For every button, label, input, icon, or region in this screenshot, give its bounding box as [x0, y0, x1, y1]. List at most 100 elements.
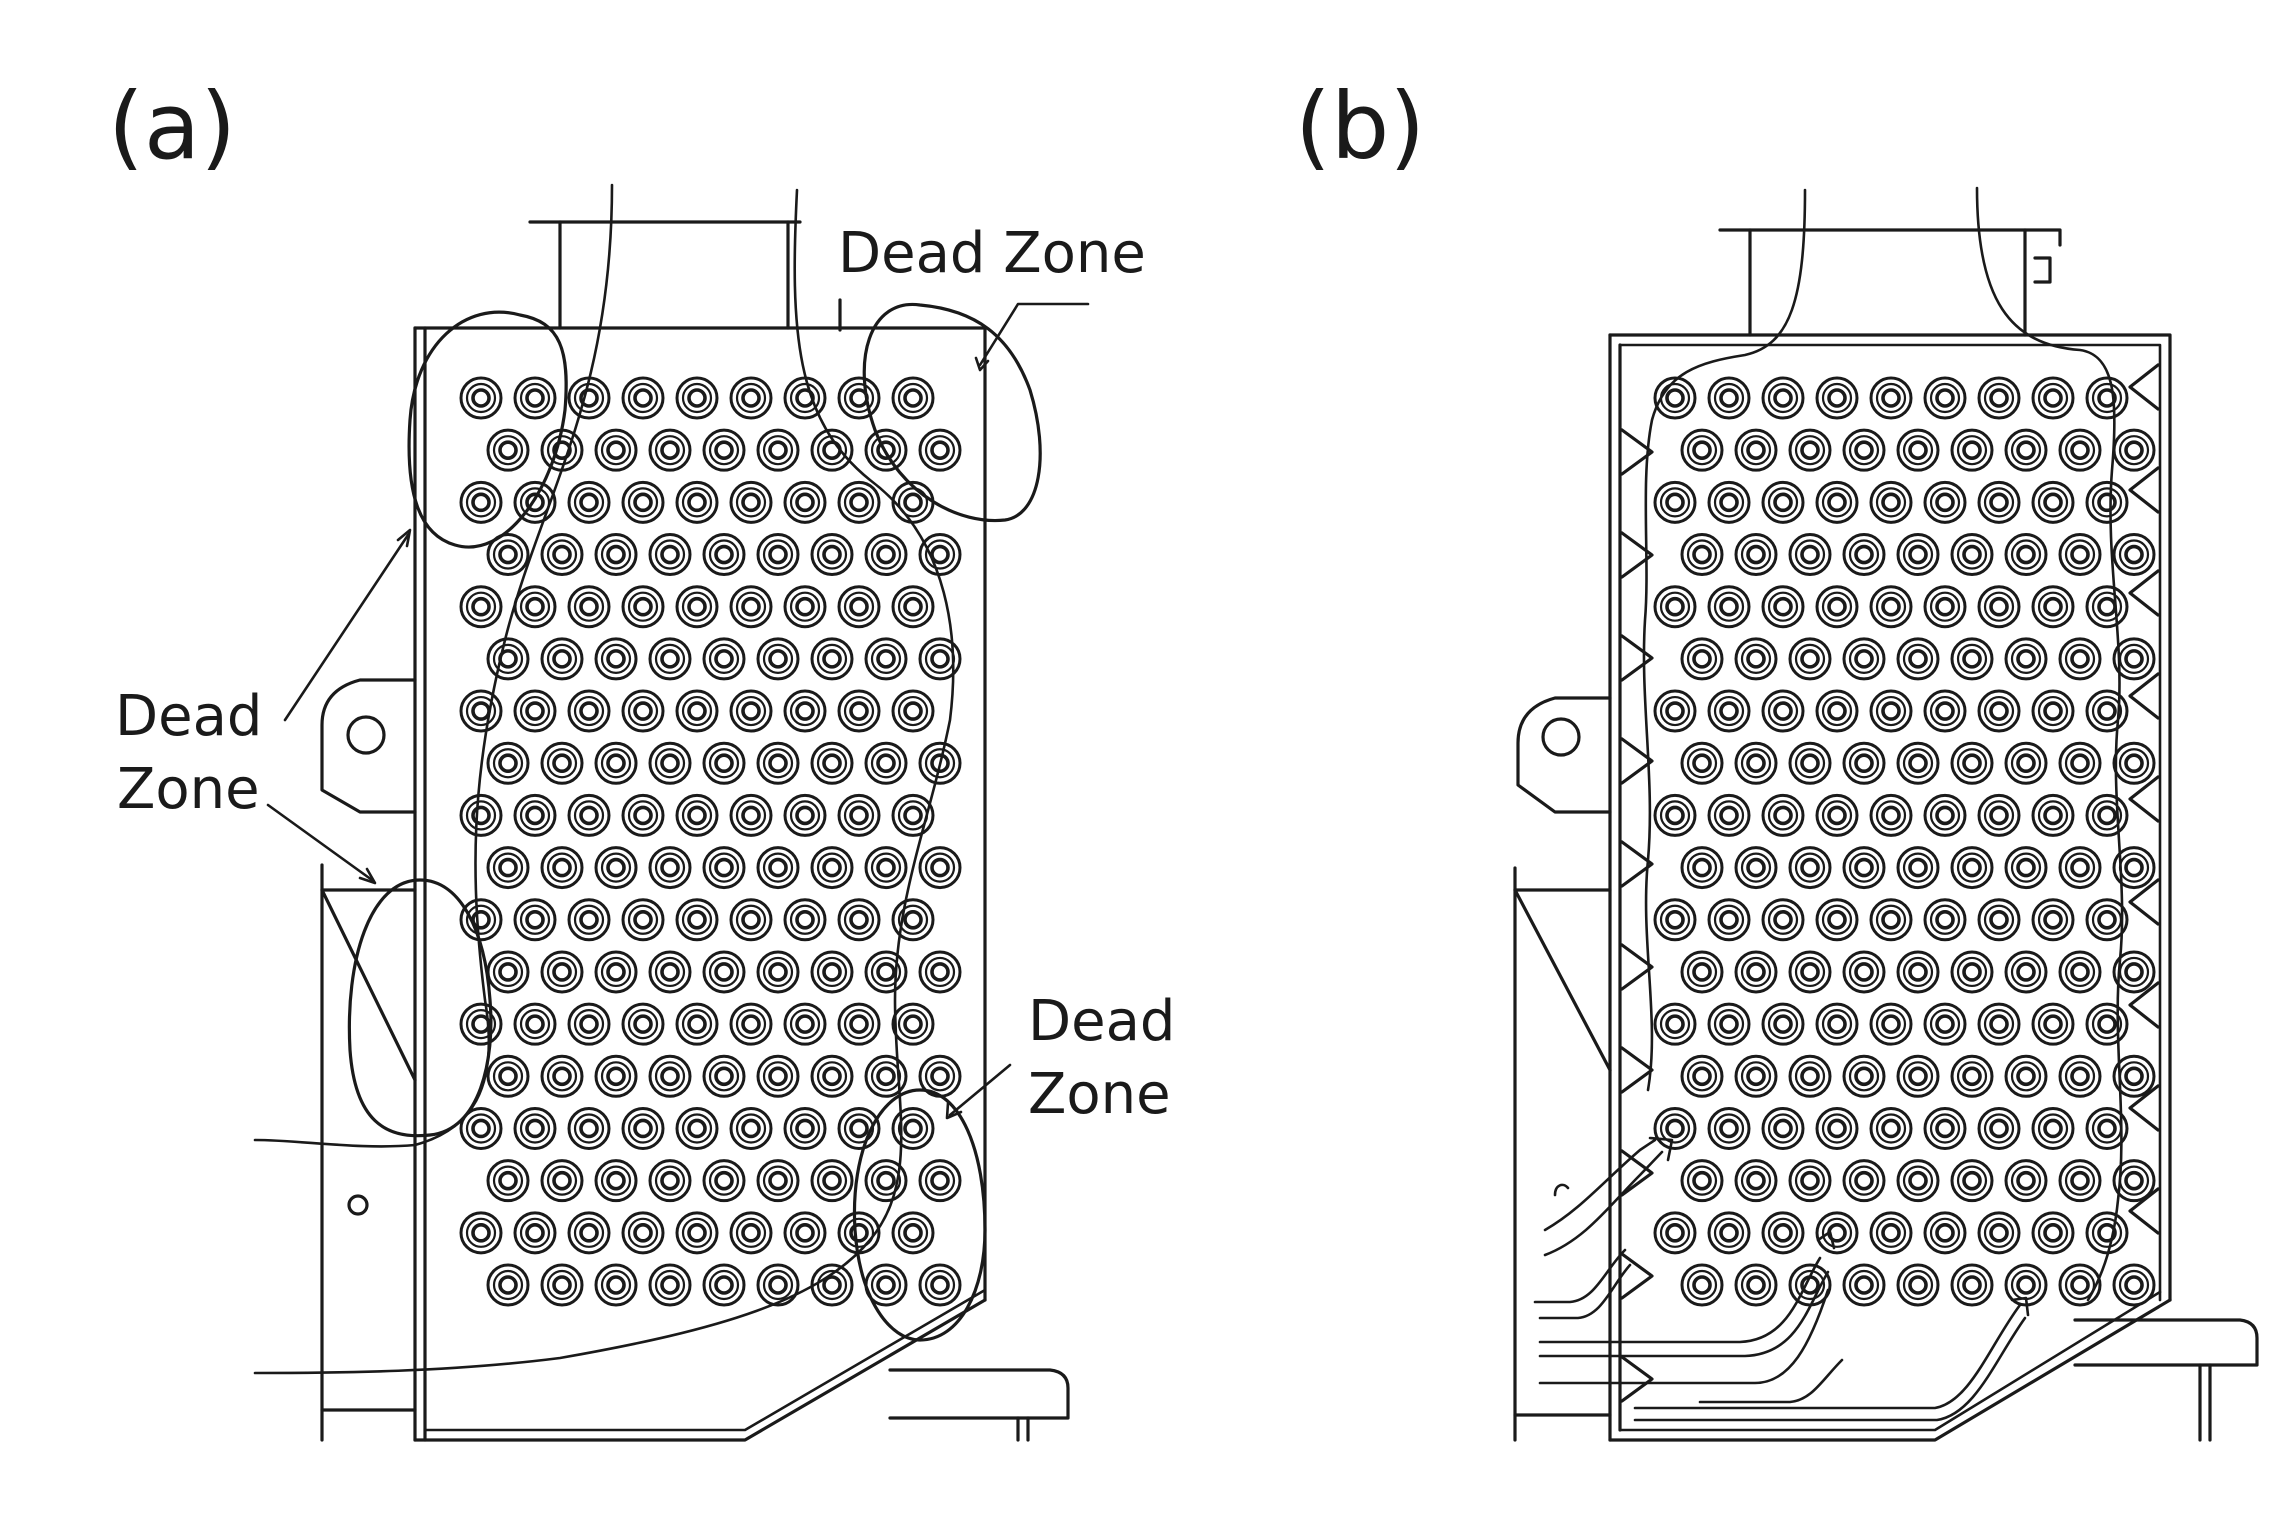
panel-b-tube	[1842, 1263, 1886, 1307]
panel-a-tube	[756, 1159, 800, 1203]
panel-a-tube	[729, 585, 773, 629]
panel-b-tube	[2004, 637, 2048, 681]
panel-b-tube	[1734, 637, 1778, 681]
panel-a-tube	[864, 637, 908, 681]
panel-b-tube	[1896, 428, 1940, 472]
panel-b-tube	[1977, 1002, 2021, 1046]
panel-b-tube	[2004, 428, 2048, 472]
panel-b-tube	[1734, 846, 1778, 890]
panel-a-tube	[594, 1054, 638, 1098]
panel-a-tube	[702, 637, 746, 681]
panel-b-tube	[1734, 533, 1778, 577]
panel-a-label: (a)	[108, 73, 236, 180]
panel-b-tube	[2112, 741, 2156, 785]
panel-b-tube	[1680, 637, 1724, 681]
panel-a-tube	[540, 741, 584, 785]
panel-b-tube	[1923, 376, 1967, 420]
panel-a-tube	[540, 950, 584, 994]
panel-a-tube	[513, 793, 557, 837]
panel-a-tube	[729, 793, 773, 837]
panel-a-tube	[594, 741, 638, 785]
panel-a-tube	[459, 480, 503, 524]
panel-a-tube	[513, 898, 557, 942]
panel-b-tube	[1842, 846, 1886, 890]
panel-b-tube	[1815, 1211, 1859, 1255]
panel-a-tube	[621, 689, 665, 733]
panel-b-tube	[2058, 950, 2102, 994]
panel-a-tube	[567, 1211, 611, 1255]
panel-b-tube	[1653, 480, 1697, 524]
panel-a-tube	[891, 689, 935, 733]
dead-zone-label-left-line2: Zone	[117, 757, 260, 822]
panel-b-tube	[1761, 1002, 1805, 1046]
panel-b-tube	[1896, 637, 1940, 681]
panel-b-tube	[1950, 1159, 1994, 1203]
panel-b-tube	[2004, 533, 2048, 577]
panel-b-tube	[1815, 1106, 1859, 1150]
panel-a-tube	[891, 1106, 935, 1150]
panel-a-bracket	[320, 678, 417, 814]
panel-a-tube	[513, 1211, 557, 1255]
panel-b-tube	[2004, 741, 2048, 785]
panel-a-tube	[675, 793, 719, 837]
panel-a-tube	[675, 689, 719, 733]
panel-b-tube	[1977, 585, 2021, 629]
panel-b-tube	[2031, 376, 2075, 420]
panel-a-tube	[837, 1211, 881, 1255]
panel-b-tube	[1707, 1106, 1751, 1150]
panel-b-tube	[1869, 793, 1913, 837]
panel-a-tube	[459, 1002, 503, 1046]
panel-b-tube	[2085, 376, 2129, 420]
panel-b-baffle-left	[1620, 531, 1654, 579]
panel-b-tube	[1734, 741, 1778, 785]
panel-a-tube	[567, 1002, 611, 1046]
panel-a-tube	[918, 846, 962, 890]
panel-a-tube	[918, 1054, 962, 1098]
panel-b-tube	[1923, 898, 1967, 942]
panel-b-tube	[1707, 898, 1751, 942]
panel-b-tube	[1707, 1002, 1751, 1046]
panel-a-tube	[729, 480, 773, 524]
panel-a-tube	[864, 1054, 908, 1098]
panel-a-tube	[513, 689, 557, 733]
panel-b-tube	[1680, 533, 1724, 577]
panel-a-tube	[756, 1054, 800, 1098]
panel-a-tube	[837, 793, 881, 837]
panel-b-tube	[1869, 480, 1913, 524]
panel-b-tube	[2058, 428, 2102, 472]
panel-a-tube	[783, 898, 827, 942]
panel-a-tube	[513, 1106, 557, 1150]
panel-a-inlet-duct	[320, 863, 417, 1442]
panel-b-tube	[2031, 1211, 2075, 1255]
panel-b-baffle-right	[2128, 569, 2160, 617]
panel-a-tube	[810, 637, 854, 681]
panel-b-baffle-left	[1620, 737, 1654, 785]
panel-a-tube	[567, 898, 611, 942]
panel-a-tube	[918, 1159, 962, 1203]
panel-a-tube	[675, 480, 719, 524]
panel-b-tube	[1680, 950, 1724, 994]
panel-b-tube	[1788, 533, 1832, 577]
panel-a-tube	[459, 898, 503, 942]
panel-a-tube	[459, 689, 503, 733]
panel-a-tube	[837, 1106, 881, 1150]
panel-b-tube	[1680, 1159, 1724, 1203]
panel-a-tube	[594, 846, 638, 890]
panel-b-tube	[1788, 428, 1832, 472]
panel-a-tube	[459, 585, 503, 629]
panel-a-tube	[621, 1211, 665, 1255]
panel-a-tube	[702, 846, 746, 890]
panel-b-tube	[1842, 533, 1886, 577]
panel-a-tube	[810, 741, 854, 785]
panel-a-tube	[891, 1002, 935, 1046]
panel-a-outlet	[528, 220, 842, 332]
panel-b-tube	[1680, 1054, 1724, 1098]
panel-b-tube	[1788, 846, 1832, 890]
panel-a-tube	[702, 950, 746, 994]
panel-a-tube	[864, 741, 908, 785]
panel-b-tube	[2058, 1159, 2102, 1203]
panel-a-tube	[783, 585, 827, 629]
panel-b-tube	[2085, 1211, 2129, 1255]
panel-b-tube	[1734, 1159, 1778, 1203]
panel-a-tube	[756, 428, 800, 472]
